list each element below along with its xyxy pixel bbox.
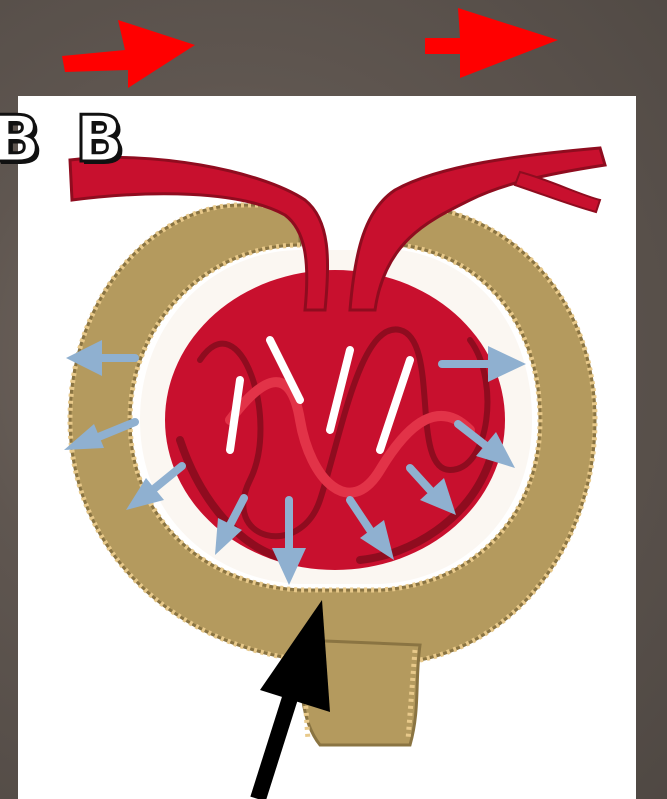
vessel-label: В В xyxy=(0,108,130,172)
flow-arrow-left xyxy=(62,20,195,88)
flow-arrow-right xyxy=(425,8,558,78)
efferent-branch xyxy=(515,172,600,212)
glomerulus xyxy=(165,270,505,570)
